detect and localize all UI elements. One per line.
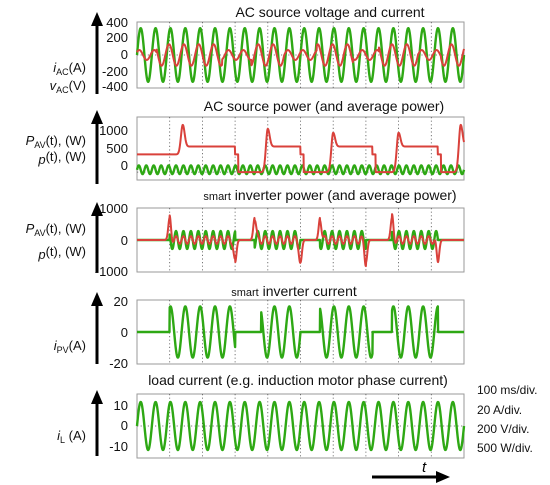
panel-1-ylabel-1-sub: AC — [56, 85, 69, 95]
panel-4-ylabel-0-rest: (A) — [69, 338, 86, 353]
panel-1-title-part-2: voltage and current — [305, 4, 425, 20]
trace-red-series — [136, 123, 465, 174]
panel-5-ytick-0: 10 — [114, 398, 128, 413]
panel-3-ylabel-0-sub: AV — [34, 228, 45, 238]
panel-3-ylabel-1-rest: (t), (W) — [46, 244, 86, 259]
panel-4-ylabel-0-sub: PV — [57, 345, 69, 355]
panel-1-ytick-0: 400 — [106, 15, 128, 30]
panel-2-ylabel-1-rest: (t), (W) — [46, 149, 86, 164]
panel-4-ylabel-0-main: i — [54, 338, 58, 353]
panel-5-title-part-0: load current (e.g. induction motor phase… — [148, 372, 448, 388]
panel-smart-inverter-current: smart inverter current 20 0 -20 iPV(A) — [54, 283, 465, 371]
panel-2-y-arrow-head — [91, 110, 103, 124]
panel-4-title-part-1: inverter current — [263, 283, 357, 299]
panel-4-ytick-2: -20 — [109, 356, 128, 371]
panel-2-ylabel-1: p(t), (W) — [37, 149, 86, 167]
panel-3-title-part-0: smart — [203, 191, 231, 203]
scale-note-0: 100 ms/div. — [477, 383, 537, 397]
panel-2-ytick-2: 0 — [121, 158, 128, 173]
panel-3-ytick-2: -1000 — [95, 264, 128, 279]
panel-2-ylabel-1-main: p — [37, 152, 45, 167]
panel-5-ytick-1: 0 — [121, 418, 128, 433]
panel-3-y-arrow-head — [91, 202, 103, 216]
panel-1-ytick-2: 0 — [121, 47, 128, 62]
scale-note-2: 200 V/div. — [477, 422, 529, 436]
panel-1-ylabel-1: vAC(V) — [50, 78, 86, 95]
panel-5-grid — [137, 394, 464, 458]
panel-3-ytick-1: 0 — [121, 233, 128, 248]
panel-ac-source-voltage-current: AC source voltage and current 400 200 0 … — [50, 4, 466, 95]
panel-2-ylabel-0-rest: (t), (W) — [46, 133, 86, 148]
trace-red-series — [136, 43, 465, 67]
panel-2-ylabel-0: PAV(t), (W) — [26, 133, 86, 150]
panel-5-y-arrow-head — [91, 390, 103, 404]
panel-3-traces — [136, 213, 465, 268]
time-axis-label: t — [422, 459, 427, 476]
panel-1-ylabel-0-main: i — [53, 60, 57, 75]
panel-1-traces — [135, 26, 466, 84]
panel-1-title-part-1: source — [259, 4, 301, 20]
panel-2-grid — [137, 117, 464, 180]
panel-2-title-part-2: power (and average power) — [273, 98, 444, 114]
panel-2-traces — [135, 123, 466, 176]
panel-3-ylabel-0-main: P — [26, 221, 35, 236]
panel-4-grid — [137, 300, 464, 364]
panel-5-traces — [135, 400, 466, 452]
panel-5-ylabel-0-sub: L — [60, 435, 65, 445]
panel-3-ytick-0: 1000 — [99, 201, 128, 216]
panel-5-ytick-2: -10 — [109, 439, 128, 454]
panel-3-ylabel-0: PAV(t), (W) — [26, 221, 86, 238]
panel-4-title-part-0: smart — [231, 287, 259, 299]
panel-3-title-part-1: inverter power (and average power) — [235, 187, 457, 203]
panel-4-ytick-1: 0 — [121, 325, 128, 340]
trace-green-series — [135, 164, 466, 176]
panel-2-ylabel-0-main: P — [26, 133, 35, 148]
panel-4-ylabel-0: iPV(A) — [54, 338, 86, 355]
panel-3-ylabel-1-main: p — [37, 247, 45, 262]
panel-1-ytick-4: -400 — [102, 79, 128, 94]
panel-1-ytick-3: -200 — [102, 64, 128, 79]
panel-1-title-part-0: AC — [235, 4, 254, 20]
panel-5-ylabel-0-rest: (A) — [65, 428, 86, 443]
panel-3-ylabel-0-rest: (t), (W) — [46, 221, 86, 236]
trace-green-series — [136, 229, 465, 251]
panel-2-title-part-1: source — [227, 98, 269, 114]
panel-2-title-part-0: AC — [204, 98, 223, 114]
panel-2-ylabel-0-sub: AV — [34, 140, 45, 150]
panel-5-title: load current (e.g. induction motor phase… — [148, 372, 448, 388]
panel-2-title: AC source power (and average power) — [204, 98, 444, 114]
panel-3-grid — [137, 208, 464, 272]
trace-green-series — [135, 400, 466, 452]
trace-red-series — [136, 213, 465, 268]
panel-5-ylabel-0: iL (A) — [57, 428, 86, 445]
trace-green-series — [136, 305, 465, 359]
panel-1-ylabel-0-rest: (A) — [69, 60, 86, 75]
panel-3-ylabel-1: p(t), (W) — [37, 244, 86, 262]
panel-load-current: load current (e.g. induction motor phase… — [57, 372, 466, 459]
panel-3-title: smart inverter power (and average power) — [203, 187, 456, 203]
panel-1-ylabel-1-main: v — [50, 78, 58, 93]
panel-ac-source-power: AC source power (and average power) 1000… — [26, 98, 466, 184]
panel-2-ytick-0: 1000 — [99, 123, 128, 138]
panel-1-ylabel-0: iAC(A) — [53, 60, 86, 77]
scale-note-3: 500 W/div. — [477, 441, 533, 455]
panel-1-y-arrow-head — [91, 12, 103, 26]
trace-green-series — [135, 26, 466, 84]
panel-4-y-arrow-head — [91, 292, 103, 306]
panel-4-traces — [136, 305, 465, 359]
time-axis-arrow-head — [436, 471, 450, 483]
panel-2-ytick-1: 500 — [106, 141, 128, 156]
panel-1-ylabel-1-rest: (V) — [69, 78, 86, 93]
panel-4-ytick-0: 20 — [114, 294, 128, 309]
panel-1-ytick-1: 200 — [106, 30, 128, 45]
panel-1-ylabel-0-sub: AC — [56, 67, 69, 77]
scale-note-1: 20 A/div. — [477, 403, 522, 417]
panel-smart-inverter-power: smart inverter power (and average power)… — [26, 187, 465, 279]
panel-4-title: smart inverter current — [231, 283, 357, 299]
panel-5-ylabel-0-main: i — [57, 428, 61, 443]
panel-1-title: AC source voltage and current — [235, 4, 424, 20]
